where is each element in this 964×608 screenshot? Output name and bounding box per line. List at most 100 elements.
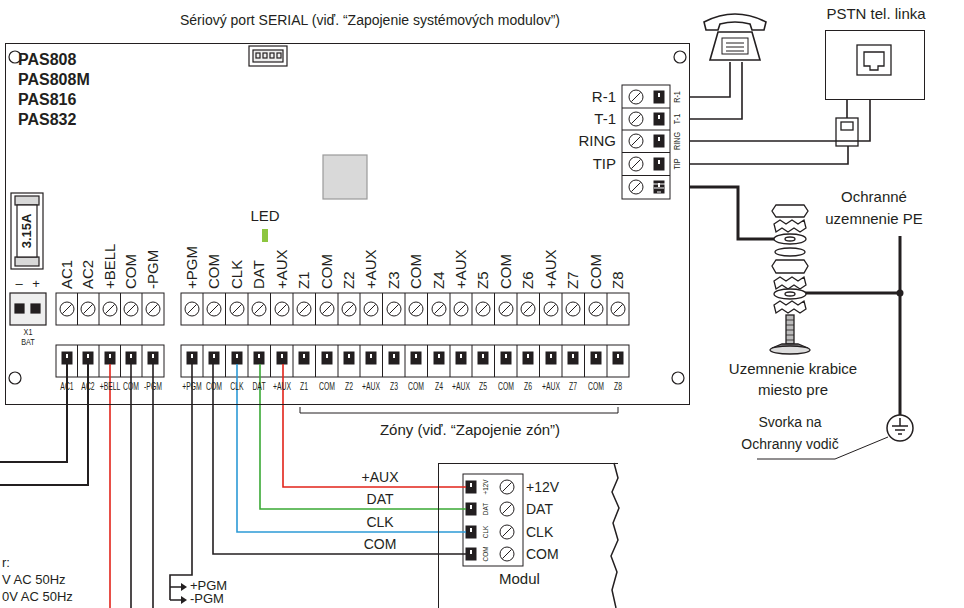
terminal-blocks [434,352,444,364]
terminal-blocks [81,302,95,316]
module-torn-edge [611,463,619,608]
label-text: +AUX [542,380,560,393]
board-details [263,53,267,58]
terminal-blocks [494,293,495,325]
wires [897,290,904,297]
terminal-blocks [270,345,271,377]
board-details [11,193,43,269]
terminal-blocks [622,152,670,153]
phone-jack-plug [857,45,891,75]
label-text: Z8 [609,271,626,289]
terminal-blocks [629,90,643,104]
terminal-blocks [503,528,512,537]
terminal-blocks [389,352,399,364]
terminal-blocks [255,305,264,314]
terminal-blocks [366,352,376,364]
terminal-blocks [432,302,446,316]
ground-stack [774,277,806,289]
wires [109,364,111,608]
label-text: Z7 [569,380,577,393]
terminal-blocks [523,352,533,364]
board-details [277,53,281,58]
terminal-blocks [592,305,601,314]
wires [802,292,900,295]
terminal-blocks [472,293,473,325]
terminal-blocks [411,352,421,364]
ground-stack [785,292,795,296]
label-text: +AUX [273,249,290,289]
terminal-blocks [248,293,249,325]
label-text: CLK [526,524,553,540]
label-text: +PGM [182,380,202,393]
terminal-blocks [622,175,670,176]
board-details [15,196,39,205]
terminal-blocks [99,345,100,377]
phone-jack-plug [864,52,884,70]
label-text: Z1 [295,271,312,289]
terminal-blocks [521,302,535,316]
terminal-blocks [120,345,121,377]
terminal-blocks [338,293,339,325]
terminal-blocks [470,528,472,532]
label-text: +AUX [362,249,379,289]
terminal-blocks [617,354,619,358]
terminal-blocks [482,354,484,358]
terminal-blocks [152,354,154,358]
terminal-blocks [405,345,406,377]
terminal-blocks [500,525,514,539]
ground-stack [774,289,806,299]
node-text: PAS808 PAS808M PAS816 PAS832 [18,50,90,130]
terminal-blocks [546,352,556,364]
terminal-blocks [412,305,421,314]
terminal-blocks [415,354,417,358]
ground-stack [786,320,794,340]
terminal-blocks [622,108,670,109]
terminal-blocks [367,305,376,314]
wires [899,236,902,415]
terminal-blocks [629,180,643,194]
label-text: +PGM [183,246,200,289]
terminal-blocks [466,503,476,515]
phone-jack-plug [836,45,891,146]
board-details [323,155,367,199]
label-text: COM [497,254,514,289]
terminal-blocks [390,305,399,314]
terminal-blocks [517,345,518,377]
label-text: – [15,277,22,292]
terminal-blocks [438,354,440,358]
terminal-blocks [632,160,641,169]
terminal-blocks [539,293,540,325]
ground-stack [775,248,805,256]
terminal-blocks [527,354,529,358]
terminal-blocks [315,345,316,377]
terminal-blocks [120,293,121,325]
terminal-blocks [248,345,249,377]
terminal-blocks [382,345,383,377]
terminal-blocks [470,505,472,509]
node-box: PAS808 PAS808M PAS816 PAS832 [5,43,690,405]
terminal-blocks [622,130,670,131]
board-details [9,372,21,384]
terminal-blocks [466,526,476,538]
wires [181,583,187,604]
ground-stack [770,346,810,354]
terminal-blocks [203,345,204,377]
terminal-blocks [470,550,472,554]
label-text: AC2 [81,380,94,393]
terminal-blocks [654,113,664,125]
ground-stack [786,315,794,344]
wires [690,187,778,239]
label-text: COM [526,546,559,562]
label-text: CLK [230,380,243,393]
terminal-blocks [258,354,260,358]
wire-label: +AUX [360,469,401,485]
terminal-blocks [278,305,287,314]
terminal-blocks [56,85,670,566]
terminal-blocks [632,183,641,192]
terminal-blocks [181,293,629,325]
terminal-blocks [315,293,316,325]
terminal-blocks [225,293,226,325]
terminal-blocks [344,352,354,364]
